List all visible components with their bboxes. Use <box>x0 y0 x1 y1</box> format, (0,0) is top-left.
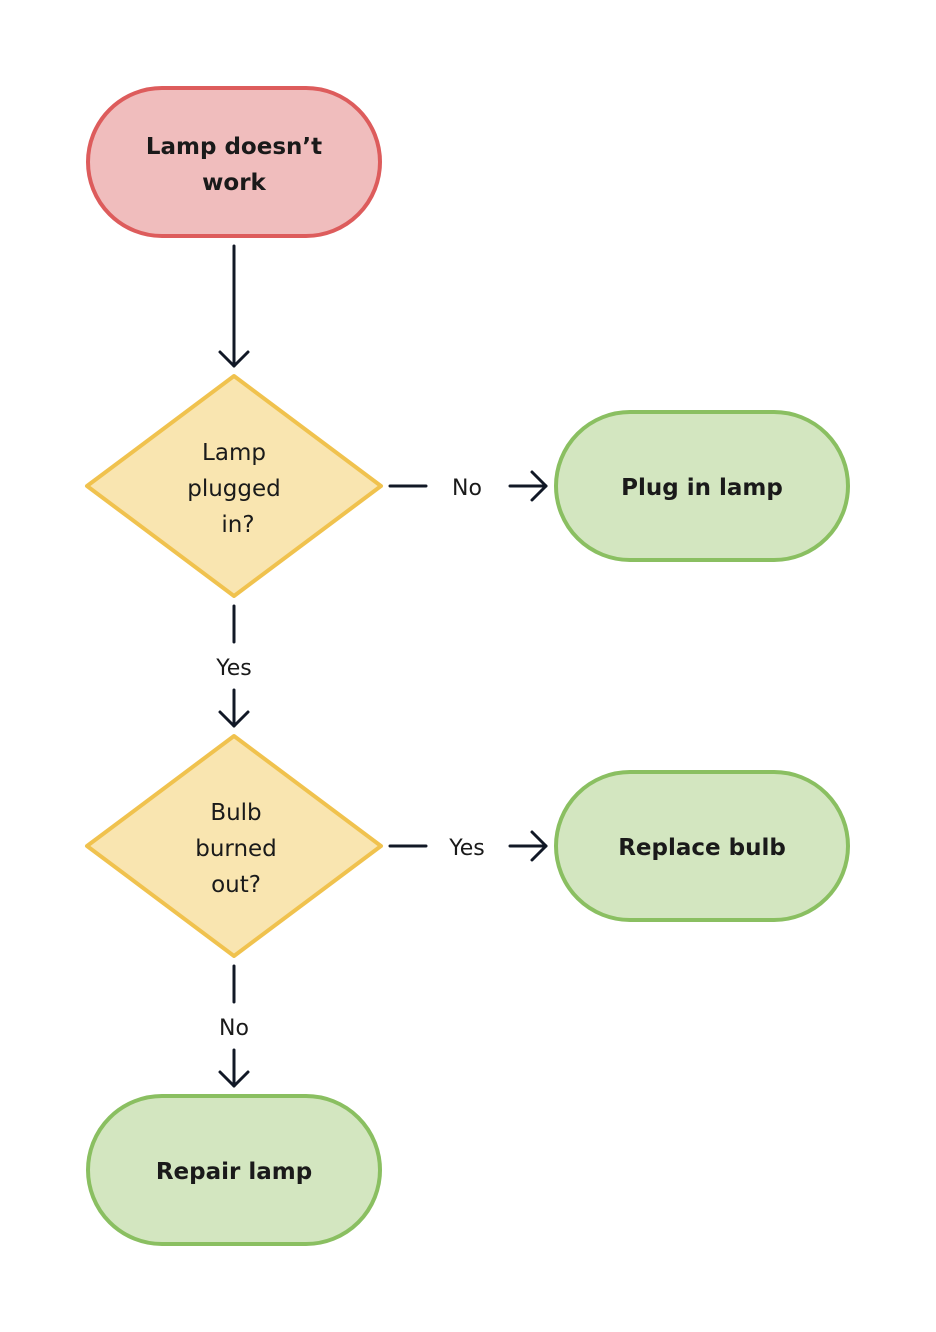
edge-bulb-no-label: No <box>219 1016 249 1041</box>
action-plug-in-lamp-label: Plug in lamp <box>621 475 783 501</box>
decision-plugged-in-line3: in? <box>221 512 254 538</box>
decision-plugged-in-line1: Lamp <box>202 440 266 466</box>
decision-bulb-burned-out-line1: Bulb <box>210 800 261 826</box>
edge-plugged-yes: Yes <box>215 604 252 728</box>
action-plug-in-lamp-shape <box>554 410 850 562</box>
start-node-label-line2: work <box>202 170 266 196</box>
edge-bulb-yes: Yes <box>388 830 548 862</box>
decision-bulb-burned-out-shape <box>85 734 383 958</box>
action-replace-bulb-shape <box>554 770 850 922</box>
decision-plugged-in-line2: plugged <box>187 476 281 502</box>
decision-bulb-burned-out-line3: out? <box>211 872 261 898</box>
edge-plugged-no-label: No <box>452 476 482 501</box>
decision-plugged-in-shape <box>85 374 383 598</box>
action-replace-bulb-label: Replace bulb <box>618 835 786 861</box>
start-node: Lamp doesn’t work <box>86 86 382 238</box>
action-repair-lamp-shape <box>86 1094 382 1246</box>
start-node-label-line1: Lamp doesn’t <box>146 134 322 160</box>
decision-bulb-burned-out-line2: burned <box>195 836 277 862</box>
start-node-shape <box>86 86 382 238</box>
edge-bulb-yes-label: Yes <box>448 836 485 861</box>
action-replace-bulb: Replace bulb <box>554 770 850 922</box>
decision-bulb-burned-out: Bulb burned out? <box>85 734 383 958</box>
action-repair-lamp-label: Repair lamp <box>156 1159 312 1185</box>
decision-plugged-in: Lamp plugged in? <box>85 374 383 598</box>
edge-plugged-yes-label: Yes <box>215 656 252 681</box>
edge-bulb-no: No <box>218 964 250 1088</box>
edge-start-to-plugged <box>218 244 250 368</box>
action-repair-lamp: Repair lamp <box>86 1094 382 1246</box>
action-plug-in-lamp: Plug in lamp <box>554 410 850 562</box>
edge-plugged-no: No <box>388 470 548 502</box>
